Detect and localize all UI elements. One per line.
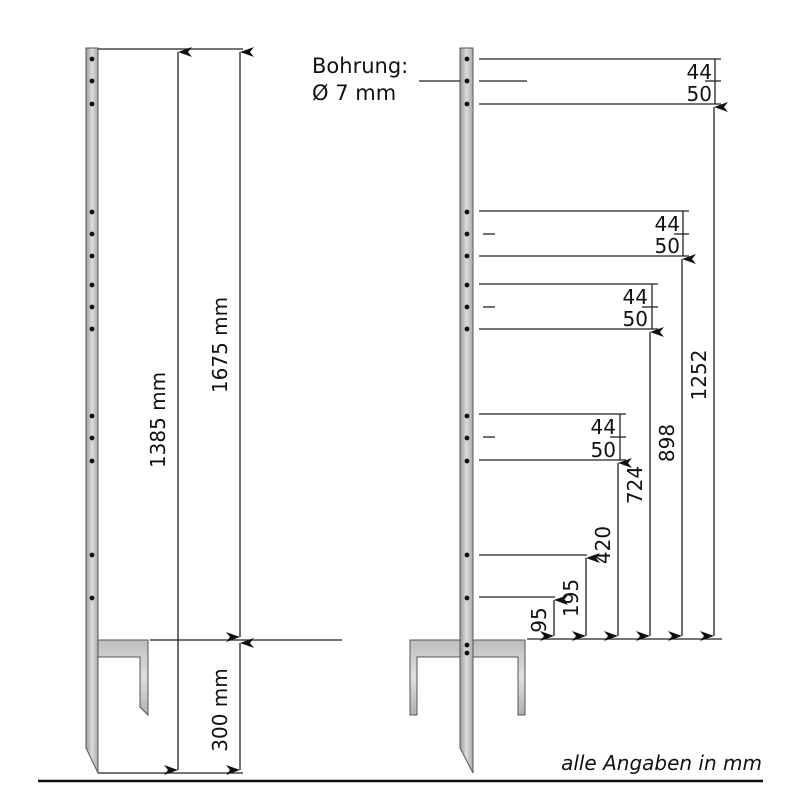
spacing-1-top: 44: [687, 60, 712, 84]
spacing-2-top: 44: [655, 212, 680, 236]
dim-1675-label: 1675 mm: [208, 297, 232, 393]
spacing-2-bottom: 50: [655, 234, 680, 258]
height-195: 195: [559, 579, 583, 617]
right-post-holes: [464, 56, 470, 656]
dim-300-label: 300 mm: [208, 668, 232, 752]
spacing-4-bottom: 50: [591, 438, 616, 462]
height-labels: 95 195 420 724 898 1252: [527, 350, 711, 633]
units-note: alle Angaben in mm: [561, 751, 762, 775]
drilling-label-line2: Ø 7 mm: [312, 81, 396, 105]
left-post-holes: [89, 56, 95, 601]
spacing-1-bottom: 50: [687, 82, 712, 106]
right-dimensions: [479, 58, 728, 641]
height-95: 95: [527, 607, 551, 632]
left-post: [85, 47, 149, 774]
left-dimensions: [98, 47, 342, 775]
spacing-labels: 44 50 44 50 44 50 44 50: [591, 60, 712, 462]
height-1252: 1252: [687, 350, 711, 401]
right-post: [409, 47, 526, 774]
height-724: 724: [623, 466, 647, 504]
height-898: 898: [655, 424, 679, 462]
dim-1385-label: 1385 mm: [146, 372, 170, 468]
height-420: 420: [591, 526, 615, 564]
drilling-label-line1: Bohrung:: [312, 54, 408, 78]
spacing-3-top: 44: [623, 285, 648, 309]
spacing-3-bottom: 50: [623, 307, 648, 331]
spacing-4-top: 44: [591, 415, 616, 439]
